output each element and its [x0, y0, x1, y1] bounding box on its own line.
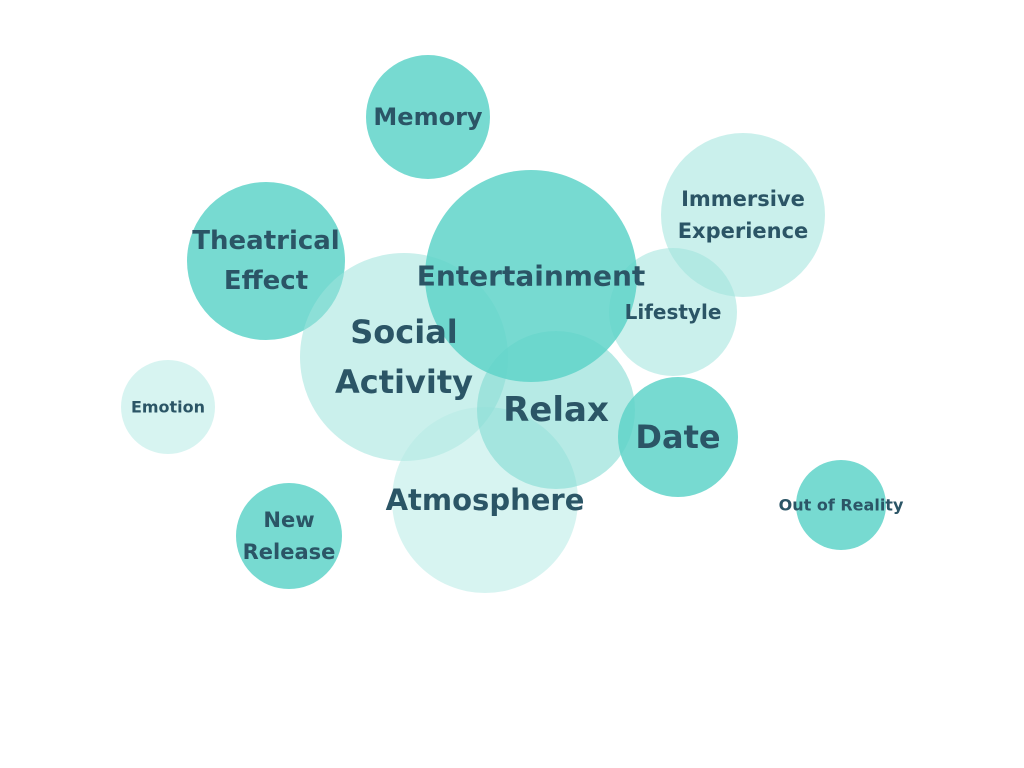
bubble-circles [121, 55, 886, 593]
bubble-label-line: New [263, 508, 314, 532]
bubble-label-line: Out of Reality [779, 496, 904, 515]
bubble-entertainment [425, 170, 637, 382]
bubble-label-line: Entertainment [417, 260, 646, 293]
bubble-label-line: Emotion [131, 398, 205, 417]
bubble-label-line: Date [635, 418, 720, 456]
bubble-lifestyle [609, 248, 737, 376]
bubble-label-line: Effect [224, 266, 308, 296]
bubble-label-line: Experience [678, 219, 809, 243]
bubble-theatrical-effect [187, 182, 345, 340]
bubble-label-line: Relax [503, 390, 609, 430]
bubble-emotion [121, 360, 215, 454]
bubble-date [618, 377, 738, 497]
bubble-label-atmosphere: Atmosphere [386, 483, 585, 517]
bubble-out-of-reality [796, 460, 886, 550]
bubble-label-line: Memory [373, 103, 482, 131]
bubble-label-line: Theatrical [192, 226, 339, 256]
bubble-memory [366, 55, 490, 179]
bubble-label-line: Release [243, 540, 336, 564]
bubble-label-relax: Relax [503, 390, 609, 430]
bubble-label-emotion: Emotion [131, 398, 205, 417]
bubble-label-line: Immersive [681, 187, 805, 211]
bubble-label-date: Date [635, 418, 720, 456]
bubble-label-lifestyle: Lifestyle [625, 300, 722, 324]
bubble-label-entertainment: Entertainment [417, 260, 646, 293]
bubble-new-release [236, 483, 342, 589]
bubble-label-line: Atmosphere [386, 483, 585, 517]
bubble-label-out-of-reality: Out of Reality [779, 496, 904, 515]
bubble-label-line: Lifestyle [625, 300, 722, 324]
bubble-label-memory: Memory [373, 103, 482, 131]
bubble-label-line: Activity [335, 363, 473, 401]
bubble-label-line: Social [350, 313, 458, 351]
